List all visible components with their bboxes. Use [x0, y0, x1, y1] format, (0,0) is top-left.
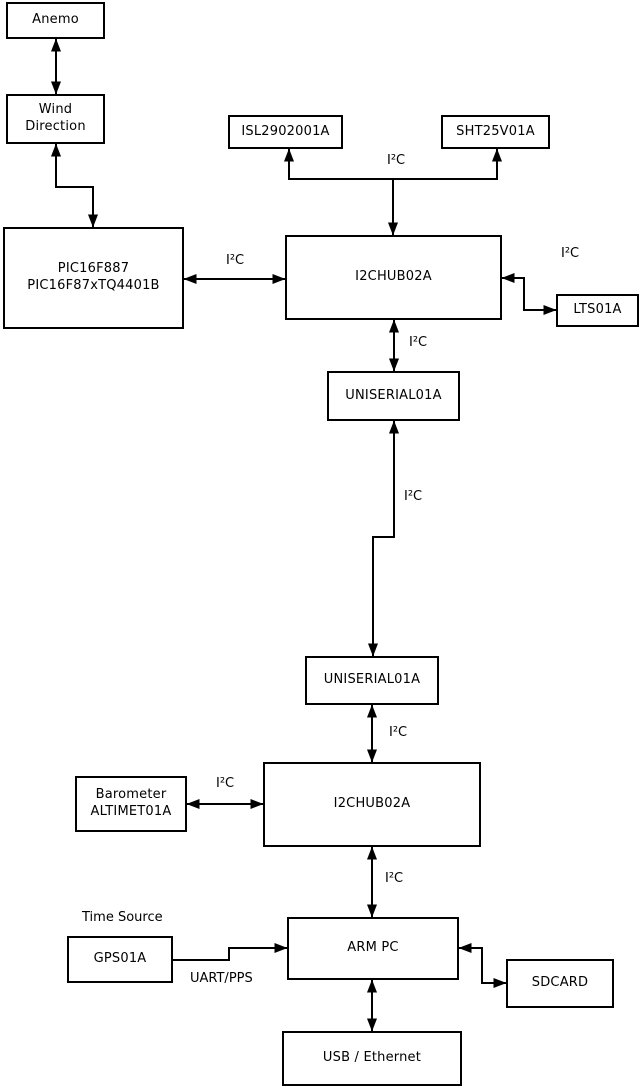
- node-anemometer: Anemo: [6, 2, 105, 39]
- node-isl2902001a-label: ISL2902001A: [241, 123, 330, 139]
- node-pic-microcontroller: PIC16F887 PIC16F87xTQ4401B: [3, 227, 184, 329]
- node-arm-pc-label: ARM PC: [347, 940, 399, 956]
- node-anemometer-label: Anemo: [32, 12, 79, 28]
- node-pic-microcontroller-label: PIC16F887 PIC16F87xTQ4401B: [27, 261, 160, 293]
- edge-label-i2c-uniserial-link: I²C: [404, 489, 423, 504]
- edge-i2chub-1-to-lts: [501, 273, 557, 315]
- node-sdcard: SDCARD: [506, 959, 614, 1008]
- edge-label-i2c-hub1-lts: I²C: [561, 246, 580, 261]
- node-wind-direction: Wind Direction: [6, 94, 105, 144]
- edge-label-i2c-hub2-armpc: I²C: [385, 871, 404, 886]
- node-uniserial01a-lower-label: UNISERIAL01A: [323, 672, 421, 688]
- edge-label-i2c-sensors-bus: I²C: [387, 153, 406, 168]
- edge-label-i2c-barometer-hub2: I²C: [216, 776, 235, 791]
- node-usb-ethernet: USB / Ethernet: [282, 1031, 462, 1086]
- node-barometer-altimet01a-label: Barometer ALTIMET01A: [90, 787, 172, 819]
- node-sdcard-label: SDCARD: [531, 975, 589, 991]
- node-gps01a-label: GPS01A: [93, 951, 147, 967]
- edge-uniserial-1-to-uniserial-2: [368, 420, 399, 657]
- edge-arm-pc-to-sdcard: [458, 943, 507, 988]
- node-i2chub02a-lower: I2CHUB02A: [263, 762, 481, 847]
- edge-label-i2c-pic-hub1: I²C: [226, 253, 245, 268]
- edge-label-i2c-hub1-uniserial: I²C: [409, 335, 428, 350]
- node-i2chub02a-upper: I2CHUB02A: [285, 235, 502, 320]
- node-uniserial01a-lower: UNISERIAL01A: [305, 656, 439, 705]
- edge-label-uart-pps: UART/PPS: [190, 971, 253, 986]
- edge-gps-to-arm-pc: [173, 943, 288, 961]
- edge-wind-direction-to-pic: [51, 143, 98, 228]
- node-wind-direction-label: Wind Direction: [25, 102, 86, 134]
- node-barometer-altimet01a: Barometer ALTIMET01A: [75, 776, 187, 832]
- node-i2chub02a-upper-label: I2CHUB02A: [355, 269, 432, 285]
- node-arm-pc: ARM PC: [287, 917, 459, 980]
- edge-label-i2c-uniserial-hub2: I²C: [389, 725, 408, 740]
- node-usb-ethernet-label: USB / Ethernet: [322, 1050, 422, 1066]
- node-lts01a-label: LTS01A: [573, 302, 622, 318]
- label-time-source: Time Source: [82, 910, 163, 925]
- node-lts01a: LTS01A: [556, 294, 639, 327]
- node-isl2902001a: ISL2902001A: [228, 115, 343, 149]
- node-sht25v01a: SHT25V01A: [441, 115, 550, 149]
- node-uniserial01a-upper-label: UNISERIAL01A: [345, 387, 442, 403]
- node-i2chub02a-lower-label: I2CHUB02A: [333, 796, 411, 812]
- node-gps01a: GPS01A: [67, 936, 173, 983]
- node-uniserial01a-upper: UNISERIAL01A: [327, 371, 460, 421]
- node-sht25v01a-label: SHT25V01A: [456, 123, 535, 139]
